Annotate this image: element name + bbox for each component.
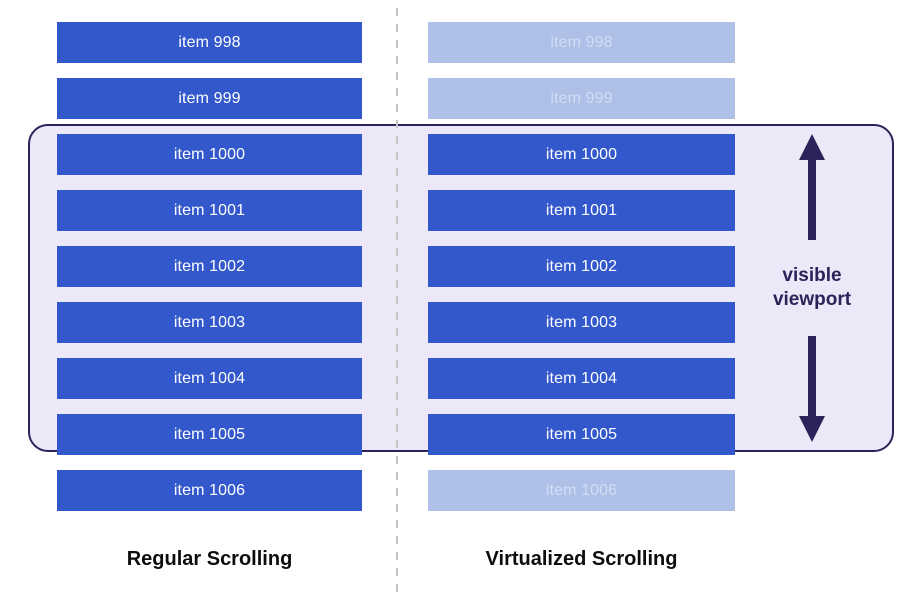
list-item[interactable]: item 1003 [57, 302, 362, 343]
column-divider [396, 8, 398, 596]
list-item[interactable]: item 1004 [57, 358, 362, 399]
caption-virtualized-scrolling: Virtualized Scrolling [485, 548, 678, 570]
visible-viewport-label: visible viewport [772, 265, 852, 310]
list-item[interactable]: item 1000 [57, 134, 362, 175]
arrow-down-icon [799, 336, 825, 442]
list-item[interactable]: item 1006 [57, 470, 362, 511]
list-item[interactable]: item 1004 [428, 358, 735, 399]
list-item[interactable]: item 1001 [57, 190, 362, 231]
list-item[interactable]: item 1002 [57, 246, 362, 287]
list-item[interactable]: item 1005 [428, 414, 735, 455]
list-item[interactable]: item 1006 [428, 470, 735, 511]
list-item[interactable]: item 1003 [428, 302, 735, 343]
list-item[interactable]: item 999 [428, 78, 735, 119]
list-item[interactable]: item 999 [57, 78, 362, 119]
list-item[interactable]: item 1001 [428, 190, 735, 231]
list-item[interactable]: item 1005 [57, 414, 362, 455]
list-item[interactable]: item 998 [428, 22, 735, 63]
list-item[interactable]: item 1000 [428, 134, 735, 175]
list-item[interactable]: item 1002 [428, 246, 735, 287]
caption-regular-scrolling: Regular Scrolling [126, 548, 293, 570]
list-item[interactable]: item 998 [57, 22, 362, 63]
arrow-up-icon [799, 134, 825, 240]
visible-viewport-annotation: visible viewport [750, 130, 874, 446]
